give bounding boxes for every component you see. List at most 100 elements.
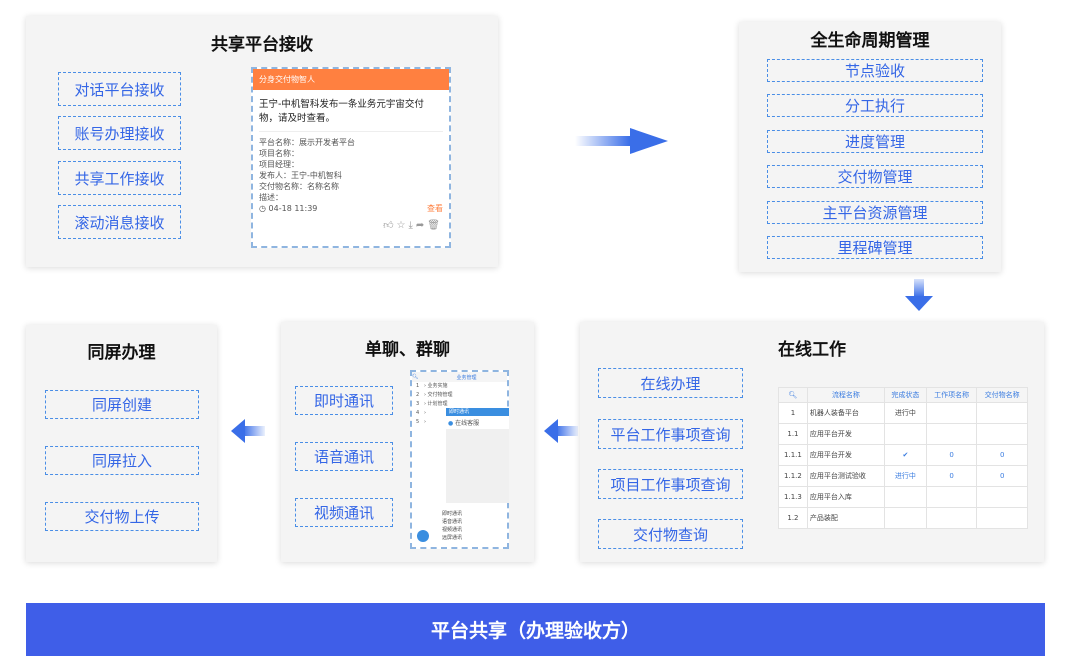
table-cell	[925, 402, 978, 424]
panel-lifecycle: 全生命周期管理 节点验收 分工执行 进度管理 交付物管理 主平台资源管理 里程碑…	[739, 22, 1001, 272]
col-header: 流程名称	[806, 387, 886, 403]
delete-icon[interactable]: 🗑︎	[427, 220, 443, 231]
btn-project-query[interactable]: 项目工作事项查询	[598, 469, 743, 499]
mock-row: 3 › 计划管理	[416, 401, 448, 407]
btn-online-handle[interactable]: 在线办理	[598, 368, 743, 398]
chat-window: 即时通讯 ● 在线客服	[446, 408, 509, 503]
btn-division[interactable]: 分工执行	[767, 94, 983, 117]
menu-item[interactable]: 远屏通讯	[442, 535, 463, 541]
chat-fab-icon[interactable]	[417, 530, 429, 542]
btn-video[interactable]: 视频通讯	[295, 498, 393, 527]
btn-resource[interactable]: 主平台资源管理	[767, 201, 983, 224]
table-cell	[925, 507, 978, 529]
table-cell: 1.1	[778, 423, 808, 445]
clock-icon: ◷	[259, 204, 266, 213]
table-cell	[976, 423, 1028, 445]
btn-work-receive[interactable]: 共享工作接收	[58, 161, 181, 195]
mock-row: 1 › 业务实施	[416, 383, 448, 389]
card-message: 王宁-中机智科发布一条业务元宇宙交付物，请及时查看。	[259, 90, 443, 132]
btn-node-accept[interactable]: 节点验收	[767, 59, 983, 82]
table-cell	[925, 486, 978, 508]
card-time: 04-18 11:39	[268, 204, 318, 213]
btn-deliverable[interactable]: 交付物管理	[767, 165, 983, 188]
card-field: 项目名称：	[259, 149, 299, 158]
mock-row: 4 ›	[416, 410, 426, 416]
table-cell	[925, 423, 978, 445]
service-icon: ●	[448, 420, 454, 427]
panel-screen-share: 同屏办理 同屏创建 同屏拉入 交付物上传	[26, 325, 217, 562]
share-icon[interactable]: ➦	[415, 220, 428, 231]
btn-scroll-receive[interactable]: 滚动消息接收	[58, 205, 181, 239]
card-field: 交付物名称：名称名称	[259, 182, 339, 191]
btn-instant-msg[interactable]: 即时通讯	[295, 386, 393, 415]
table-cell	[976, 507, 1028, 529]
btn-dialog-receive[interactable]: 对话平台接收	[58, 72, 181, 106]
col-header: 交付物名称	[976, 387, 1028, 403]
search-icon[interactable]: 🔍︎	[778, 387, 808, 403]
table-cell: 0	[925, 444, 978, 466]
card-field: 描述：	[259, 193, 283, 202]
table-cell: 应用平台开发	[806, 423, 886, 445]
btn-platform-query[interactable]: 平台工作事项查询	[598, 419, 743, 449]
table-cell: 进行中	[884, 402, 927, 424]
col-header: 工作项名称	[925, 387, 978, 403]
arrow-right-icon	[575, 128, 668, 154]
panel-title: 在线工作	[778, 340, 846, 360]
table-cell: 1.1.1	[778, 444, 808, 466]
card-field: 项目经理：	[259, 160, 299, 169]
table-cell: 1.1.2	[778, 465, 808, 487]
table-cell: 应用平台测试验收	[806, 465, 886, 487]
btn-account-receive[interactable]: 账号办理接收	[58, 116, 181, 150]
btn-screen-join[interactable]: 同屏拉入	[45, 446, 199, 475]
star-icon[interactable]: ☆	[396, 220, 409, 231]
panel-platform-receive: 共享平台接收 对话平台接收 账号办理接收 共享工作接收 滚动消息接收 分身交付物…	[26, 16, 498, 267]
panel-title: 全生命周期管理	[810, 31, 930, 51]
btn-upload[interactable]: 交付物上传	[45, 502, 199, 531]
view-link[interactable]: 查看	[427, 204, 443, 213]
btn-screen-create[interactable]: 同屏创建	[45, 390, 199, 419]
mock-header: 业务管理	[456, 374, 477, 381]
table-cell	[976, 402, 1028, 424]
mock-row: 2 › 交付物管理	[416, 392, 453, 398]
table-cell: ✔	[884, 444, 927, 466]
card-field: 发布人：王宁-中机智科	[259, 171, 342, 180]
table-cell: 0	[976, 444, 1028, 466]
panel-title: 同屏办理	[87, 343, 156, 363]
table-cell: 1	[778, 402, 808, 424]
panel-title: 单聊、群聊	[365, 340, 450, 360]
btn-milestone[interactable]: 里程碑管理	[767, 236, 983, 259]
arrow-left-icon	[544, 419, 578, 443]
btn-deliverable-query[interactable]: 交付物查询	[598, 519, 743, 549]
btn-progress[interactable]: 进度管理	[767, 130, 983, 153]
panel-title: 共享平台接收	[211, 35, 313, 55]
chat-bar: 即时通讯	[446, 408, 509, 416]
menu-item[interactable]: 语音通讯	[442, 519, 463, 525]
table-cell: 0	[925, 465, 978, 487]
menu-item[interactable]: 视频通讯	[442, 527, 463, 533]
chat-title: 在线客服	[455, 420, 480, 427]
table-cell	[884, 486, 927, 508]
card-field: 平台名称：展示开发者平台	[259, 138, 355, 147]
btn-voice[interactable]: 语音通讯	[295, 442, 393, 471]
chat-mockup: 🔍︎业务管理 1 › 业务实施 2 › 交付物管理 3 › 计划管理 4 ›5 …	[410, 370, 509, 549]
arrow-left-icon	[231, 419, 265, 443]
card-header: 分身交付物智人	[253, 69, 449, 90]
table-cell: 应用平台开发	[806, 444, 886, 466]
download-icon[interactable]: ⤓	[408, 220, 416, 231]
table-cell: 1.1.3	[778, 486, 808, 508]
footer-banner: 平台共享（办理验收方）	[26, 603, 1045, 656]
table-cell	[884, 423, 927, 445]
table-cell: 机器人装备平台	[806, 402, 886, 424]
menu-item[interactable]: 即时通讯	[442, 511, 463, 517]
table-cell: 进行中	[884, 465, 927, 487]
like-icon[interactable]: 👍︎	[383, 220, 397, 231]
panel-online-work: 在线工作 在线办理 平台工作事项查询 项目工作事项查询 交付物查询 🔍︎流程名称…	[580, 322, 1044, 562]
table-cell	[884, 507, 927, 529]
